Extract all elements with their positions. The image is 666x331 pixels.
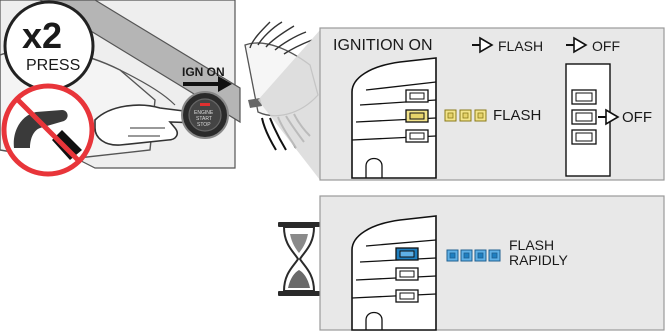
callout-wedge: [258, 30, 320, 180]
sequence-arrow-1-icon: [472, 36, 494, 54]
cluster-flash-label: FLASH: [493, 107, 542, 124]
flash-rapidly-line2: RAPIDLY: [509, 252, 568, 268]
flash-rapid-lamps-icon: [446, 249, 501, 262]
hourglass-icon: [278, 222, 320, 296]
sequence-flash: FLASH: [498, 38, 544, 54]
side-module-icon: [565, 63, 611, 177]
ign-on-label: IGN ON: [182, 65, 225, 79]
flash-rapidly-line1: FLASH: [509, 237, 555, 253]
push-button-text-1: ENGINE: [194, 110, 214, 116]
sequence-off: OFF: [592, 38, 620, 54]
side-off-label: OFF: [622, 109, 652, 126]
fuse-box-bottom-icon: [351, 215, 437, 331]
hand-icon: [94, 104, 207, 146]
flash-lamps-icon: [444, 109, 487, 122]
ign-on-arrow-icon: [183, 76, 232, 92]
off-arrow-icon: [598, 108, 620, 126]
push-button-text-2: START: [196, 116, 212, 122]
sequence-ignition-on: IGNITION ON: [333, 37, 433, 54]
press-count-label: x2: [22, 15, 63, 56]
push-button-text-3: STOP: [197, 122, 211, 128]
fuse-box-top-icon: [351, 57, 437, 179]
no-brake-pedal-icon: [1, 83, 95, 177]
push-button-start-icon: [181, 91, 229, 139]
sequence-arrow-2-icon: [566, 36, 588, 54]
press-label: PRESS: [26, 57, 81, 74]
